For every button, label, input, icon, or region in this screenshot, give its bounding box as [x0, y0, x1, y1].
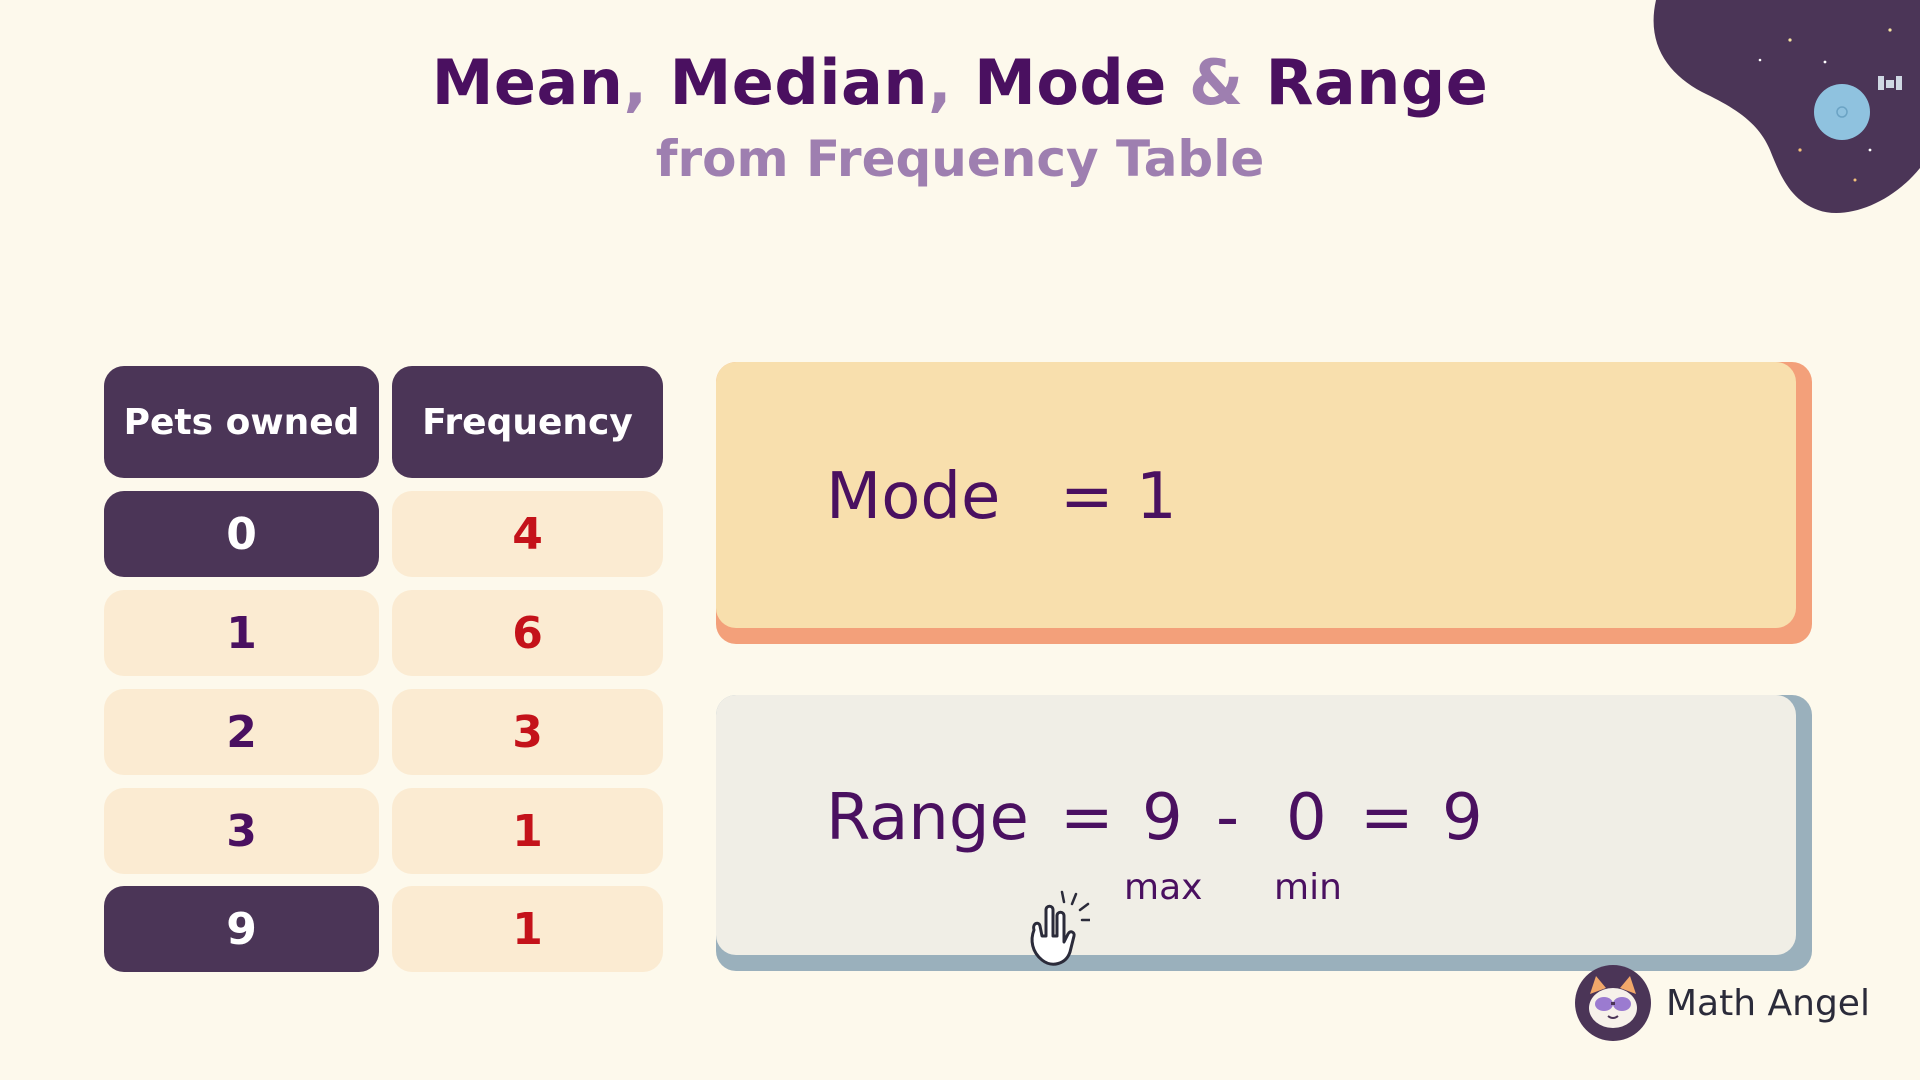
cat-mascot-icon: [1575, 965, 1651, 1041]
range-label: Range: [826, 781, 1029, 855]
header-frequency: Frequency: [392, 366, 663, 478]
pets-cell-4: 9: [104, 886, 379, 972]
pets-cell-0: 0: [104, 491, 379, 577]
mode-card-face: Mode = 1: [716, 362, 1796, 628]
space-blob-decoration: [1653, 0, 1920, 214]
mode-equals: =: [1060, 460, 1114, 534]
frequency-cell-3: 1: [392, 788, 663, 874]
satellite-icon: [1878, 76, 1902, 90]
range-max-caption: max: [1124, 867, 1203, 908]
title-comma-1: ,: [623, 46, 648, 119]
frequency-cell-1: 6: [392, 590, 663, 676]
range-max-value: 9: [1142, 781, 1183, 855]
range-equals-1: =: [1060, 781, 1114, 855]
title-comma-2: ,: [927, 46, 953, 119]
mode-label: Mode: [826, 460, 1001, 534]
title-mode: Mode: [974, 46, 1167, 119]
frequency-cell-4: 1: [392, 886, 663, 972]
range-result: 9: [1442, 781, 1483, 855]
page-subtitle: from Frequency Table: [655, 130, 1265, 188]
mode-value: 1: [1136, 460, 1177, 534]
blob-shape: [1653, 0, 1920, 214]
frequency-cell-2: 3: [392, 689, 663, 775]
brand-logo: Math Angel: [1574, 963, 1870, 1043]
frequency-cell-0: 4: [392, 491, 663, 577]
range-min-value: 0: [1286, 781, 1327, 855]
title-range: Range: [1265, 46, 1489, 119]
range-card: Range = 9 - 0 = 9 max min: [716, 695, 1812, 971]
brand-name: Math Angel: [1666, 982, 1870, 1024]
range-card-face: Range = 9 - 0 = 9 max min: [716, 695, 1796, 955]
title-ampersand: &: [1188, 46, 1244, 119]
mode-card: Mode = 1: [716, 362, 1812, 644]
range-min-caption: min: [1274, 867, 1342, 908]
snap-hand-icon: [1030, 890, 1090, 966]
planet-icon: [1814, 84, 1870, 140]
range-minus: -: [1216, 781, 1240, 855]
pets-cell-3: 3: [104, 788, 379, 874]
pets-cell-1: 1: [104, 590, 379, 676]
title-mean: Mean: [431, 46, 624, 119]
range-equals-2: =: [1360, 781, 1414, 855]
page-title: Mean, Median, Mode & Range: [0, 46, 1920, 119]
title-median: Median: [669, 46, 928, 119]
header-pets-owned: Pets owned: [104, 366, 379, 478]
pets-cell-2: 2: [104, 689, 379, 775]
